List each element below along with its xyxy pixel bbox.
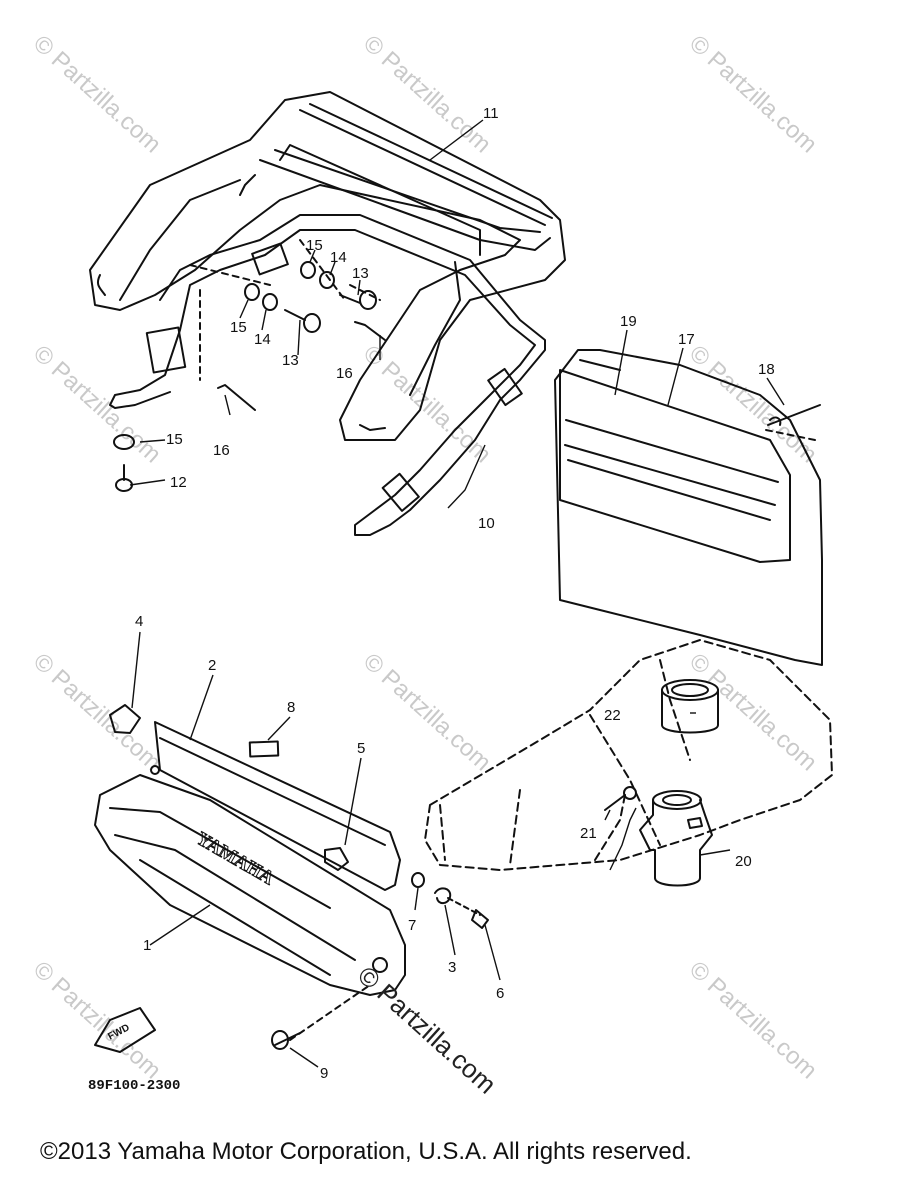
clip-fasteners	[411, 872, 489, 929]
callout-10: 10	[478, 515, 495, 532]
callout-14: 14	[330, 249, 347, 266]
mud-flap-part-17	[554, 349, 823, 666]
callout-9: 9	[320, 1065, 328, 1082]
callout-11: 11	[483, 105, 499, 122]
callout-8: 8	[287, 699, 295, 716]
callout-14: 14	[254, 331, 271, 348]
callout-17: 17	[678, 331, 695, 348]
callout-19: 19	[620, 313, 637, 330]
drawing-code: 89F100-2300	[88, 1078, 181, 1094]
fwd-arrow-icon	[94, 1007, 156, 1053]
yamaha-brand-text: YAMAHA	[193, 828, 278, 889]
callout-15: 15	[230, 319, 247, 336]
callout-4: 4	[135, 613, 143, 630]
bumper-cover-part-1	[94, 774, 406, 1050]
callout-15: 15	[166, 431, 183, 448]
callout-7: 7	[408, 917, 416, 934]
callout-3: 3	[448, 959, 456, 976]
callout-2: 2	[208, 657, 216, 674]
support-rail-part-10	[109, 214, 546, 536]
fwd-label: FWD	[106, 1022, 131, 1042]
leader-lines	[129, 119, 785, 1068]
callout-12: 12	[170, 474, 187, 491]
filler-neck-part-20	[604, 786, 713, 887]
callout-5: 5	[357, 740, 365, 757]
callout-1: 1	[143, 937, 151, 954]
callout-22: 22	[604, 707, 621, 724]
callout-16: 16	[336, 365, 353, 382]
callout-15: 15	[306, 237, 323, 254]
fastener-set	[113, 239, 386, 492]
callout-21: 21	[580, 825, 597, 842]
bracket-part-2	[109, 704, 401, 891]
callout-18: 18	[758, 361, 775, 378]
callout-6: 6	[496, 985, 504, 1002]
cap-part-22	[661, 679, 719, 734]
callout-16: 16	[213, 442, 230, 459]
callout-20: 20	[735, 853, 752, 870]
callout-13: 13	[352, 265, 369, 282]
fuel-tank-outline	[424, 639, 833, 871]
rear-carrier-part-11	[89, 91, 566, 441]
callout-13: 13	[282, 352, 299, 369]
copyright-notice: ©2013 Yamaha Motor Corporation, U.S.A. A…	[40, 1138, 692, 1165]
